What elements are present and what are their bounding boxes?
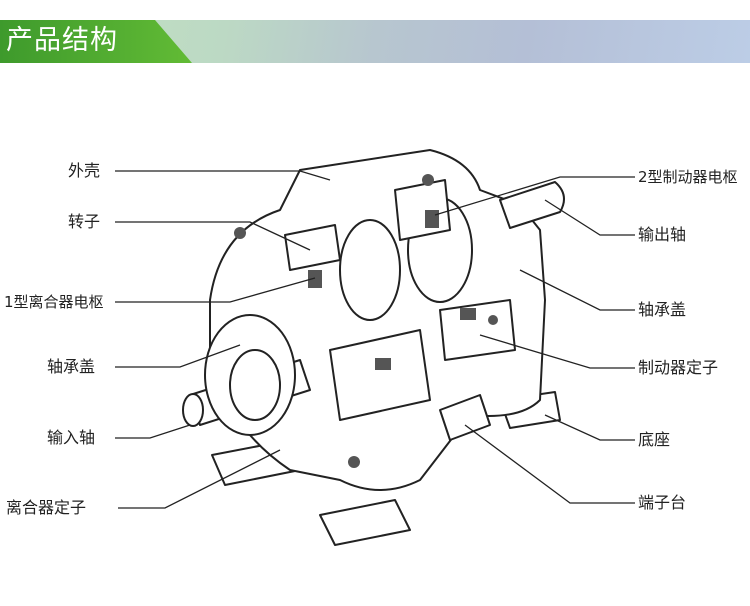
label-input-shaft: 输入轴 [47, 428, 96, 447]
mount-foot-front [319, 499, 411, 546]
label-bearing-cap-left: 轴承盖 [47, 357, 96, 376]
label-housing: 外壳 [68, 161, 101, 180]
label-clutch-stator: 离合器定子 [6, 498, 87, 517]
rotor [339, 219, 401, 321]
label-brake-stator: 制动器定子 [638, 358, 719, 377]
header-banner: 产品结构 [0, 20, 750, 63]
terminal-box [439, 394, 491, 441]
page-title: 产品结构 [6, 25, 118, 56]
label-output-shaft: 输出轴 [638, 225, 687, 244]
label-bearing-cap-right: 轴承盖 [638, 300, 687, 319]
label-base: 底座 [638, 430, 671, 449]
label-rotor: 转子 [68, 212, 101, 231]
label-clutch-armature: 1型离合器电枢 [4, 293, 104, 311]
output-shaft [499, 181, 565, 229]
leader-lines [115, 170, 635, 509]
label-brake-armature: 2型制动器电枢 [638, 168, 738, 186]
header-title-box: 产品结构 [0, 20, 192, 63]
label-terminal-box: 端子台 [638, 493, 687, 512]
